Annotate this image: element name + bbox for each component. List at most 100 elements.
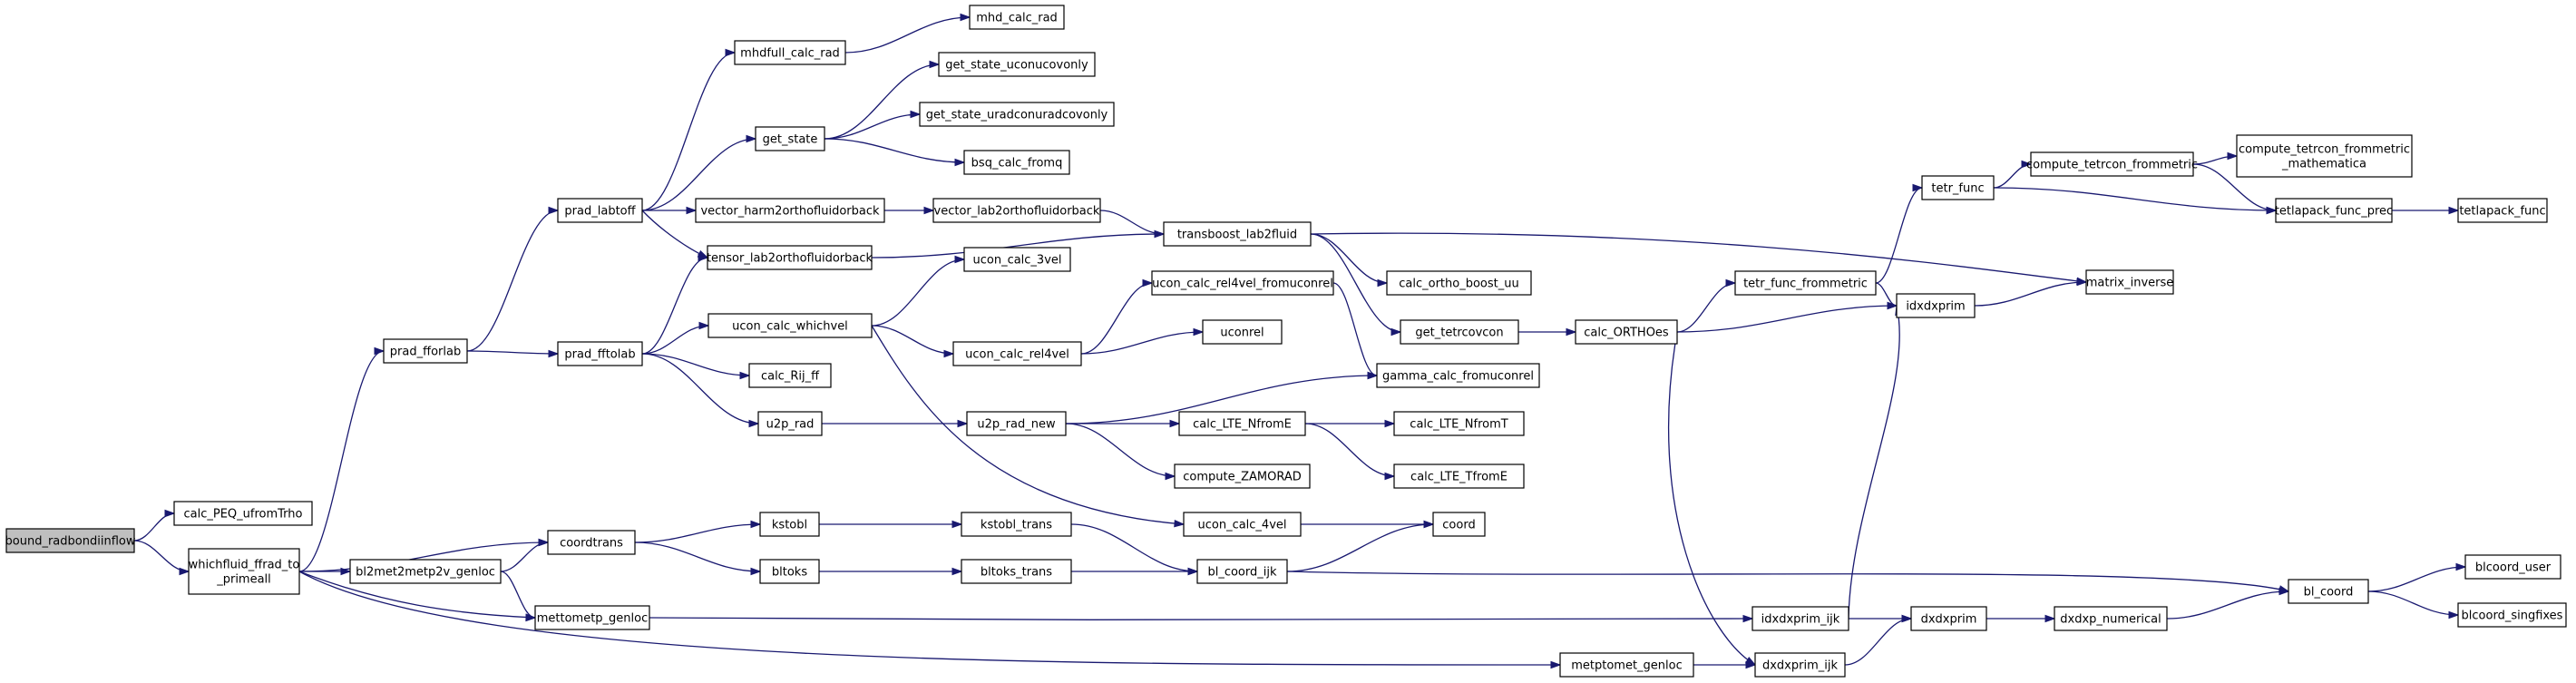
node-idxdxprim[interactable]: idxdxprim bbox=[1896, 293, 1976, 318]
node-coordtrans[interactable]: coordtrans bbox=[547, 530, 636, 555]
node-box bbox=[707, 245, 873, 270]
arrowhead bbox=[2266, 206, 2278, 215]
node-mhd-calc-rad[interactable]: mhd_calc_rad bbox=[969, 5, 1065, 30]
node-mhdfull-calc-rad[interactable]: mhdfull_calc_rad bbox=[734, 40, 846, 65]
node-u2p-rad-new[interactable]: u2p_rad_new bbox=[966, 411, 1067, 436]
arrowhead bbox=[1887, 301, 1898, 310]
edge-ucon-calc-rel4vel-fromuconrel-to-gamma-calc-fromuconrel bbox=[1332, 282, 1378, 376]
node-calc-ortho-boost-uu[interactable]: calc_ortho_boost_uu bbox=[1386, 270, 1532, 296]
node-bsq-calc-fromq[interactable]: bsq_calc_fromq bbox=[963, 150, 1070, 175]
node-tetlapack-func-prec[interactable]: tetlapack_func_prec bbox=[2275, 198, 2393, 223]
node-box bbox=[1559, 652, 1694, 678]
arrowhead bbox=[2448, 206, 2460, 215]
node-compute-tetrcon-frommetric-mathematica[interactable]: compute_tetrcon_frommetric_mathematica bbox=[2236, 134, 2413, 178]
function-nodes: bound_radbondiinflow calc_PEQ_ufromTrhowh… bbox=[5, 5, 2567, 678]
node-bl2met2metp2v-genloc[interactable]: bl2met2metp2v_genloc bbox=[349, 559, 502, 584]
node-whichfluid-ffrad-to-primeall[interactable]: whichfluid_ffrad_to_primeall bbox=[188, 548, 300, 595]
node-metptomet-genloc[interactable]: metptomet_genloc bbox=[1559, 652, 1694, 678]
node-bl-coord[interactable]: bl_coord bbox=[2288, 579, 2369, 604]
node-tetr-func-frommetric[interactable]: tetr_func_frommetric bbox=[1734, 270, 1877, 296]
node-calc-lte-nfrome[interactable]: calc_LTE_NfromE bbox=[1178, 411, 1306, 436]
node-kstobl-trans[interactable]: kstobl_trans bbox=[961, 512, 1072, 537]
node-box bbox=[2275, 198, 2393, 223]
node-box bbox=[1151, 270, 1334, 296]
node-bltoks-trans[interactable]: bltoks_trans bbox=[961, 559, 1072, 584]
arrowhead bbox=[2278, 587, 2290, 596]
node-transboost-lab2fluid[interactable]: transboost_lab2fluid bbox=[1163, 221, 1312, 247]
node-vector-harm2orthofluidorback[interactable]: vector_harm2orthofluidorback bbox=[695, 198, 885, 223]
node-get-state-uradconuradcovonly[interactable]: get_state_uradconuradcovonly bbox=[919, 102, 1115, 127]
arrowhead bbox=[1165, 472, 1176, 481]
node-dxdxprim[interactable]: dxdxprim bbox=[1910, 606, 1987, 631]
node-ucon-calc-rel4vel[interactable]: ucon_calc_rel4vel bbox=[952, 341, 1082, 366]
node-blcoord-singfixes[interactable]: blcoord_singfixes bbox=[2457, 602, 2567, 628]
node-box bbox=[1910, 606, 1987, 631]
node-box bbox=[1202, 319, 1283, 345]
arrowhead bbox=[1566, 327, 1577, 337]
edge-get-state-to-bsq-calc-fromq bbox=[824, 138, 965, 163]
node-ucon-calc-whichvel[interactable]: ucon_calc_whichvel bbox=[707, 313, 873, 338]
node-tetr-func[interactable]: tetr_func bbox=[1921, 175, 1995, 200]
node-idxdxprim-ijk[interactable]: idxdxprim_ijk bbox=[1751, 606, 1849, 631]
edge-calc-lte-nfrome-to-calc-lte-tfrome bbox=[1304, 423, 1395, 477]
node-label: bsq_calc_fromq bbox=[971, 157, 1063, 171]
edge-compute-tetrcon-frommetric-to-tetlapack-func-prec bbox=[2192, 163, 2277, 211]
edge-bl-coord-to-blcoord-singfixes bbox=[2367, 590, 2459, 616]
node-dxdxp-numerical[interactable]: dxdxp_numerical bbox=[2054, 606, 2168, 631]
node-bound-radbondiinflow[interactable]: bound_radbondiinflow bbox=[5, 528, 136, 553]
node-gamma-calc-fromuconrel[interactable]: gamma_calc_fromuconrel bbox=[1376, 363, 1540, 388]
node-uconrel[interactable]: uconrel bbox=[1202, 319, 1283, 345]
node-get-state[interactable]: get_state bbox=[755, 126, 825, 151]
node-ucon-calc-4vel[interactable]: ucon_calc_4vel bbox=[1183, 512, 1302, 537]
node-dxdxprim-ijk[interactable]: dxdxprim_ijk bbox=[1754, 652, 1846, 678]
node-prad-fftolab[interactable]: prad_fftolab bbox=[557, 341, 643, 366]
node-ucon-calc-rel4vel-fromuconrel[interactable]: ucon_calc_rel4vel_fromuconrel bbox=[1151, 270, 1334, 296]
node-get-tetrcovcon[interactable]: get_tetrcovcon bbox=[1400, 319, 1519, 345]
node-vector-lab2orthofluidorback[interactable]: vector_lab2orthofluidorback bbox=[932, 198, 1101, 223]
edge-dxdxprim-ijk-to-dxdxprim bbox=[1844, 618, 1912, 666]
node-label: idxdxprim bbox=[1906, 300, 1965, 314]
node-blcoord-user[interactable]: blcoord_user bbox=[2464, 554, 2561, 580]
node-bl-coord-ijk[interactable]: bl_coord_ijk bbox=[1196, 559, 1288, 584]
node-label: get_state_uradconuradcovonly bbox=[926, 109, 1108, 122]
node-box bbox=[1896, 293, 1976, 318]
node-box bbox=[755, 126, 825, 151]
edge-prad-labtoff-to-get-state bbox=[641, 138, 756, 211]
node-coord[interactable]: coord bbox=[1432, 512, 1486, 537]
edge-prad-fftolab-to-calc-rij-ff bbox=[641, 353, 750, 376]
node-ucon-calc-3vel[interactable]: ucon_calc_3vel bbox=[963, 247, 1071, 272]
edge-tetr-func-frommetric-to-tetr-func bbox=[1875, 187, 1923, 284]
node-tetlapack-func[interactable]: tetlapack_func bbox=[2457, 198, 2548, 223]
edge-idxdxprim-to-matrix-inverse bbox=[1974, 281, 2087, 307]
node-prad-labtoff[interactable]: prad_labtoff bbox=[557, 198, 643, 223]
node-calc-lte-tfrome[interactable]: calc_LTE_TfromE bbox=[1393, 463, 1525, 489]
node-tensor-lab2orthofluidorback[interactable]: tensor_lab2orthofluidorback bbox=[707, 245, 873, 270]
node-label: get_state_uconucovonly bbox=[945, 59, 1088, 73]
node-label: mettometp_genloc bbox=[537, 612, 649, 626]
node-box bbox=[938, 52, 1096, 77]
node-compute-tetrcon-frommetric[interactable]: compute_tetrcon_frommetric bbox=[2026, 151, 2198, 177]
node-u2p-rad[interactable]: u2p_rad bbox=[757, 411, 823, 436]
node-compute-zamorad[interactable]: compute_ZAMORAD bbox=[1174, 463, 1311, 489]
node-calc-rij-ff[interactable]: calc_Rij_ff bbox=[748, 363, 832, 388]
arrowhead bbox=[1154, 229, 1166, 239]
node-get-state-uconucovonly[interactable]: get_state_uconucovonly bbox=[938, 52, 1096, 77]
node-prad-fforlab[interactable]: prad_fforlab bbox=[383, 338, 468, 364]
node-calc-peq-ufromtrho[interactable]: calc_PEQ_ufromTrho bbox=[173, 501, 313, 526]
node-mettometp-genloc[interactable]: mettometp_genloc bbox=[534, 605, 650, 630]
node-box bbox=[173, 501, 313, 526]
node-kstobl[interactable]: kstobl bbox=[759, 512, 820, 537]
edge-bound-radbondiinflow-to-calc-peq-ufromtrho bbox=[133, 512, 175, 542]
node-box bbox=[759, 512, 820, 537]
node-calc-lte-nfromt[interactable]: calc_LTE_NfromT bbox=[1393, 411, 1525, 436]
node-bltoks[interactable]: bltoks bbox=[759, 559, 820, 584]
arrowhead bbox=[686, 206, 698, 215]
edge-calc-orthoes-to-dxdxprim-ijk bbox=[1667, 331, 1756, 666]
node-label: vector_harm2orthofluidorback bbox=[700, 205, 880, 219]
edge-tetr-func-to-compute-tetrcon-frommetric bbox=[1993, 163, 2032, 189]
node-calc-orthoes[interactable]: calc_ORTHOes bbox=[1575, 319, 1678, 345]
arrowhead bbox=[374, 346, 385, 356]
node-matrix-inverse[interactable]: matrix_inverse bbox=[2085, 269, 2174, 295]
arrowhead bbox=[1367, 371, 1379, 380]
arrowhead bbox=[1744, 656, 1757, 666]
